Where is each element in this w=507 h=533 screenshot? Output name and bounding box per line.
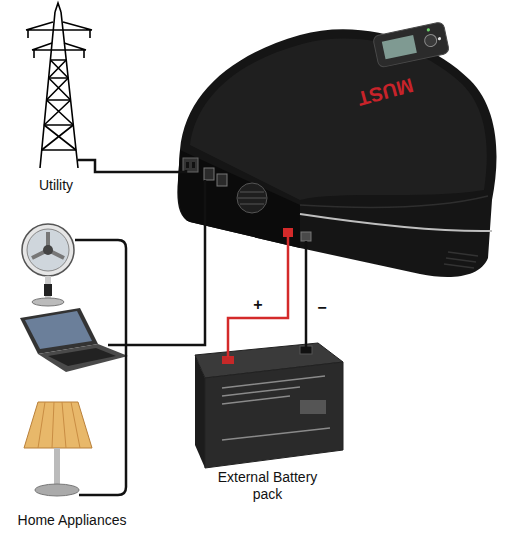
stand-fan-part [43, 245, 53, 255]
stand-fan-part [22, 224, 74, 276]
inverter-body-part [444, 252, 478, 268]
battery-part [222, 376, 330, 440]
pylon [26, 3, 92, 168]
cable [305, 245, 308, 340]
polarity-label: − [315, 300, 328, 316]
battery-part [205, 362, 343, 468]
battery [195, 343, 343, 468]
table-lamp-part [54, 448, 60, 488]
ac-input-socket-part [186, 162, 189, 168]
polarity-label: + [251, 297, 264, 313]
node-label: External Battery pack [218, 469, 318, 503]
cooling-fan-part [238, 192, 266, 204]
laptop [20, 308, 128, 372]
inverter-body-part [300, 196, 488, 208]
battery-part [195, 355, 205, 468]
node-label: Utility [39, 177, 73, 194]
lcd-panel-part [426, 28, 430, 32]
positive-terminal [283, 228, 293, 237]
table-lamp [24, 402, 92, 496]
stand-fan-part [45, 276, 51, 300]
stand-fan-part [32, 232, 64, 258]
stand-fan-part [44, 284, 52, 296]
negative-terminal [301, 232, 311, 241]
battery-node: External Battery pack [190, 340, 345, 505]
pylon-part [42, 60, 76, 150]
ac-input-socket-part [183, 158, 198, 172]
negative-lead [305, 241, 308, 245]
ac-outlets [204, 168, 227, 186]
terminal-lead [172, 170, 205, 245]
battery-part [222, 356, 234, 364]
battery-part [300, 400, 326, 414]
inverter-node: MUST [172, 20, 498, 245]
inverter-body-part [177, 29, 496, 277]
pylon-part [26, 22, 92, 50]
ac-outlets-part [217, 174, 227, 186]
cable [142, 245, 205, 345]
battery-positive-lead [227, 340, 230, 357]
inverter-body-part [300, 214, 492, 231]
lcd-panel [373, 22, 450, 68]
inverter-body [177, 29, 496, 277]
node-label: Home Appliances [18, 512, 127, 529]
cable [228, 245, 288, 340]
ac-input-socket [183, 158, 198, 172]
cooling-fan [237, 183, 267, 213]
laptop-part [38, 344, 128, 372]
pylon-part [42, 60, 76, 150]
lcd-panel-part [382, 35, 417, 59]
utility-wire [78, 160, 100, 172]
cable [100, 171, 172, 174]
lcd-panel-part [438, 37, 442, 41]
appliances-node: Home Appliances [2, 222, 142, 531]
pylon-part [40, 3, 78, 168]
stand-fan-part [32, 298, 64, 306]
lcd-panel-part [424, 33, 438, 47]
battery-part [300, 346, 312, 354]
ac-outlets-part [204, 168, 214, 180]
inverter-body-part [178, 150, 300, 248]
laptop-part [25, 311, 92, 349]
node-label: MUST [355, 73, 416, 111]
table-lamp-part [24, 402, 92, 448]
laptop-part [48, 348, 116, 366]
cooling-fan-part [237, 183, 267, 213]
stand-fan-part [27, 229, 69, 271]
utility-pylon-node: Utility [12, 2, 100, 196]
pylon-part [28, 30, 90, 58]
appliance-wire [75, 240, 142, 495]
stand-fan [22, 224, 74, 306]
ac-input-socket-part [192, 162, 195, 168]
table-lamp-part [38, 402, 80, 448]
table-lamp-part [35, 484, 79, 496]
positive-lead [287, 237, 290, 245]
battery-negative-lead [305, 340, 308, 347]
lcd-panel-part [373, 22, 450, 68]
